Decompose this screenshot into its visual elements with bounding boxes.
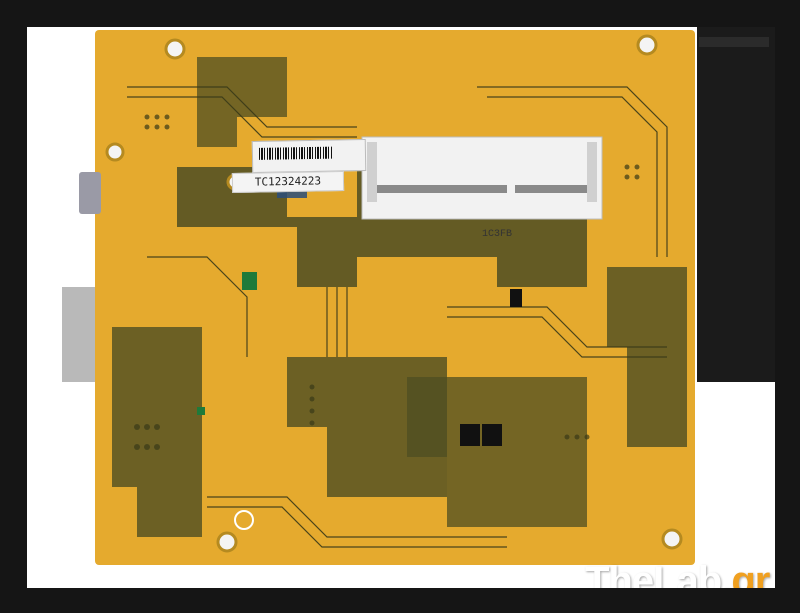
mounting-hole (661, 528, 683, 550)
mounting-hole (216, 531, 238, 553)
watermark-tld: .gr (721, 559, 770, 588)
watermark-logo: TheLab.gr (585, 559, 770, 588)
slot-marking: 1C3FB (482, 229, 513, 240)
sodimm-slot (361, 136, 603, 220)
motherboard-photo: TC12324223 1C3FB TheLab.gr (27, 27, 775, 588)
chip (482, 424, 502, 446)
ul-logo-mark (234, 510, 254, 530)
case-panel (697, 27, 775, 382)
chip (460, 424, 480, 446)
component-green (242, 272, 257, 290)
vga-port (79, 172, 101, 214)
barcode-label (251, 139, 367, 173)
mounting-hole (636, 34, 658, 56)
mounting-hole (105, 142, 125, 162)
serial-label: TC12324223 (231, 171, 345, 193)
watermark-brand: TheLab (585, 559, 722, 588)
chip (510, 289, 522, 307)
motherboard-illustration (62, 27, 775, 565)
mounting-hole (164, 38, 186, 60)
